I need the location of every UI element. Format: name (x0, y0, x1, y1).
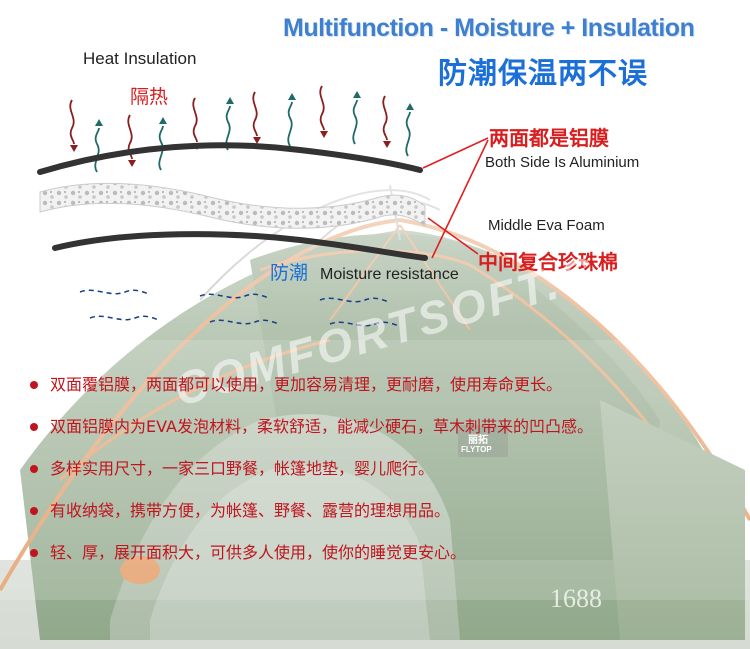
bullet-icon (30, 380, 38, 389)
eva-foam-label: Middle Eva Foam (488, 217, 605, 234)
bottom-aluminium-layer (52, 231, 428, 261)
brand-tag-cn: 丽拓 (468, 435, 488, 446)
moisture-label: Moisture resistance (320, 266, 459, 283)
aluminium-label: Both Side Is Aluminium (485, 154, 640, 171)
aluminium-label-cn: 两面都是铝膜 (489, 126, 609, 150)
bullet-icon (30, 506, 38, 515)
feature-item: 轻、厚，展开面积大，可供多人使用，使你的睡觉更安心。 (30, 539, 466, 563)
top-aluminium-layer (37, 142, 423, 175)
bullet-icon (30, 422, 38, 431)
moisture-label-cn: 防潮 (270, 262, 309, 284)
feature-item: 双面覆铝膜，两面都可以使用，更加容易清理，更耐磨，使用寿命更长。 (30, 371, 562, 395)
heat-arrows (69, 85, 388, 160)
feature-text: 有收纳袋，携带方便，为帐篷、野餐、露营的理想用品。 (50, 501, 451, 520)
feature-text: 多样实用尺寸，一家三口野餐，帐篷地垫，婴儿爬行。 (50, 459, 435, 478)
feature-text: 轻、厚，展开面积大，可供多人使用，使你的睡觉更安心。 (50, 543, 467, 562)
callout-lines (422, 137, 489, 259)
heat-insulation-label: Heat Insulation (83, 49, 197, 68)
middle-foam-layer (39, 182, 426, 229)
feature-text: 双面覆铝膜，两面都可以使用，更加容易清理，更耐磨，使用寿命更长。 (50, 375, 563, 394)
title-chinese: 防潮保温两不误 (438, 56, 649, 90)
feature-item: 有收纳袋，携带方便，为帐篷、野餐、露营的理想用品。 (30, 497, 450, 521)
feature-text: 双面铝膜内为EVA发泡材料，柔软舒适，能减少硬石，草木刺带来的凹凸感。 (50, 417, 593, 436)
brand-tag: FLYTOP (461, 445, 492, 454)
eva-foam-label-cn: 中间复合珍珠棉 (478, 250, 618, 274)
bullet-icon (30, 548, 38, 557)
bullet-icon (30, 464, 38, 473)
corner-watermark: 1688 (550, 584, 602, 613)
feature-item: 双面铝膜内为EVA发泡材料，柔软舒适，能减少硬石，草木刺带来的凹凸感。 (30, 413, 593, 437)
title-english: Multifunction - Moisture + Insulation (283, 14, 695, 42)
heat-insulation-label-cn: 隔热 (130, 86, 169, 108)
moisture-waves (79, 289, 400, 327)
feature-item: 多样实用尺寸，一家三口野餐，帐篷地垫，婴儿爬行。 (30, 455, 434, 479)
reflect-arrows (94, 99, 411, 173)
